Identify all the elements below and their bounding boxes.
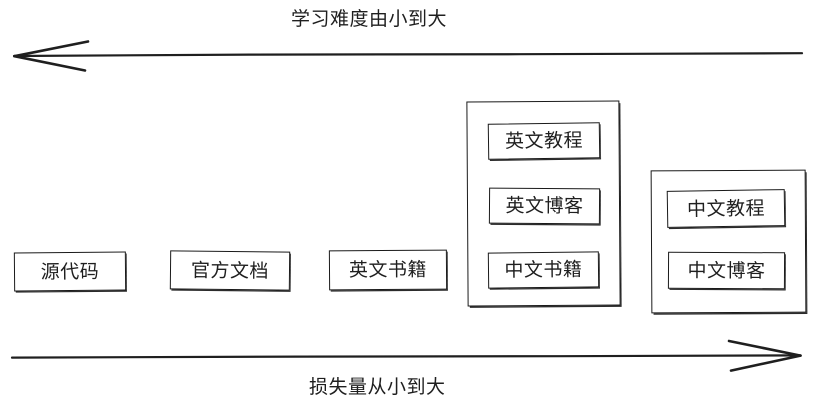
- node-label: 中文博客: [687, 259, 766, 282]
- node-source-code[interactable]: 源代码: [13, 251, 127, 292]
- node-label: 英文教程: [504, 129, 584, 153]
- top-axis-arrow: [12, 40, 804, 72]
- node-label: 中文教程: [686, 196, 766, 221]
- node-english-tutorials[interactable]: 英文教程: [487, 122, 601, 160]
- node-english-blogs[interactable]: 英文博客: [488, 187, 601, 225]
- node-chinese-tutorials[interactable]: 中文教程: [666, 189, 786, 228]
- node-label: 源代码: [40, 260, 100, 283]
- node-chinese-books[interactable]: 中文书籍: [487, 251, 600, 289]
- node-english-books[interactable]: 英文书籍: [328, 249, 448, 291]
- top-axis-label: 学习难度由小到大: [291, 8, 448, 30]
- node-label: 中文书籍: [504, 258, 583, 282]
- bottom-axis-arrow: [10, 339, 802, 372]
- node-label: 官方文档: [190, 259, 270, 282]
- node-label: 英文博客: [505, 194, 584, 218]
- node-label: 英文书籍: [348, 258, 428, 282]
- node-chinese-blogs[interactable]: 中文博客: [667, 251, 786, 290]
- bottom-axis-label: 损失量从小到大: [309, 376, 446, 398]
- node-official-docs[interactable]: 官方文档: [169, 250, 291, 291]
